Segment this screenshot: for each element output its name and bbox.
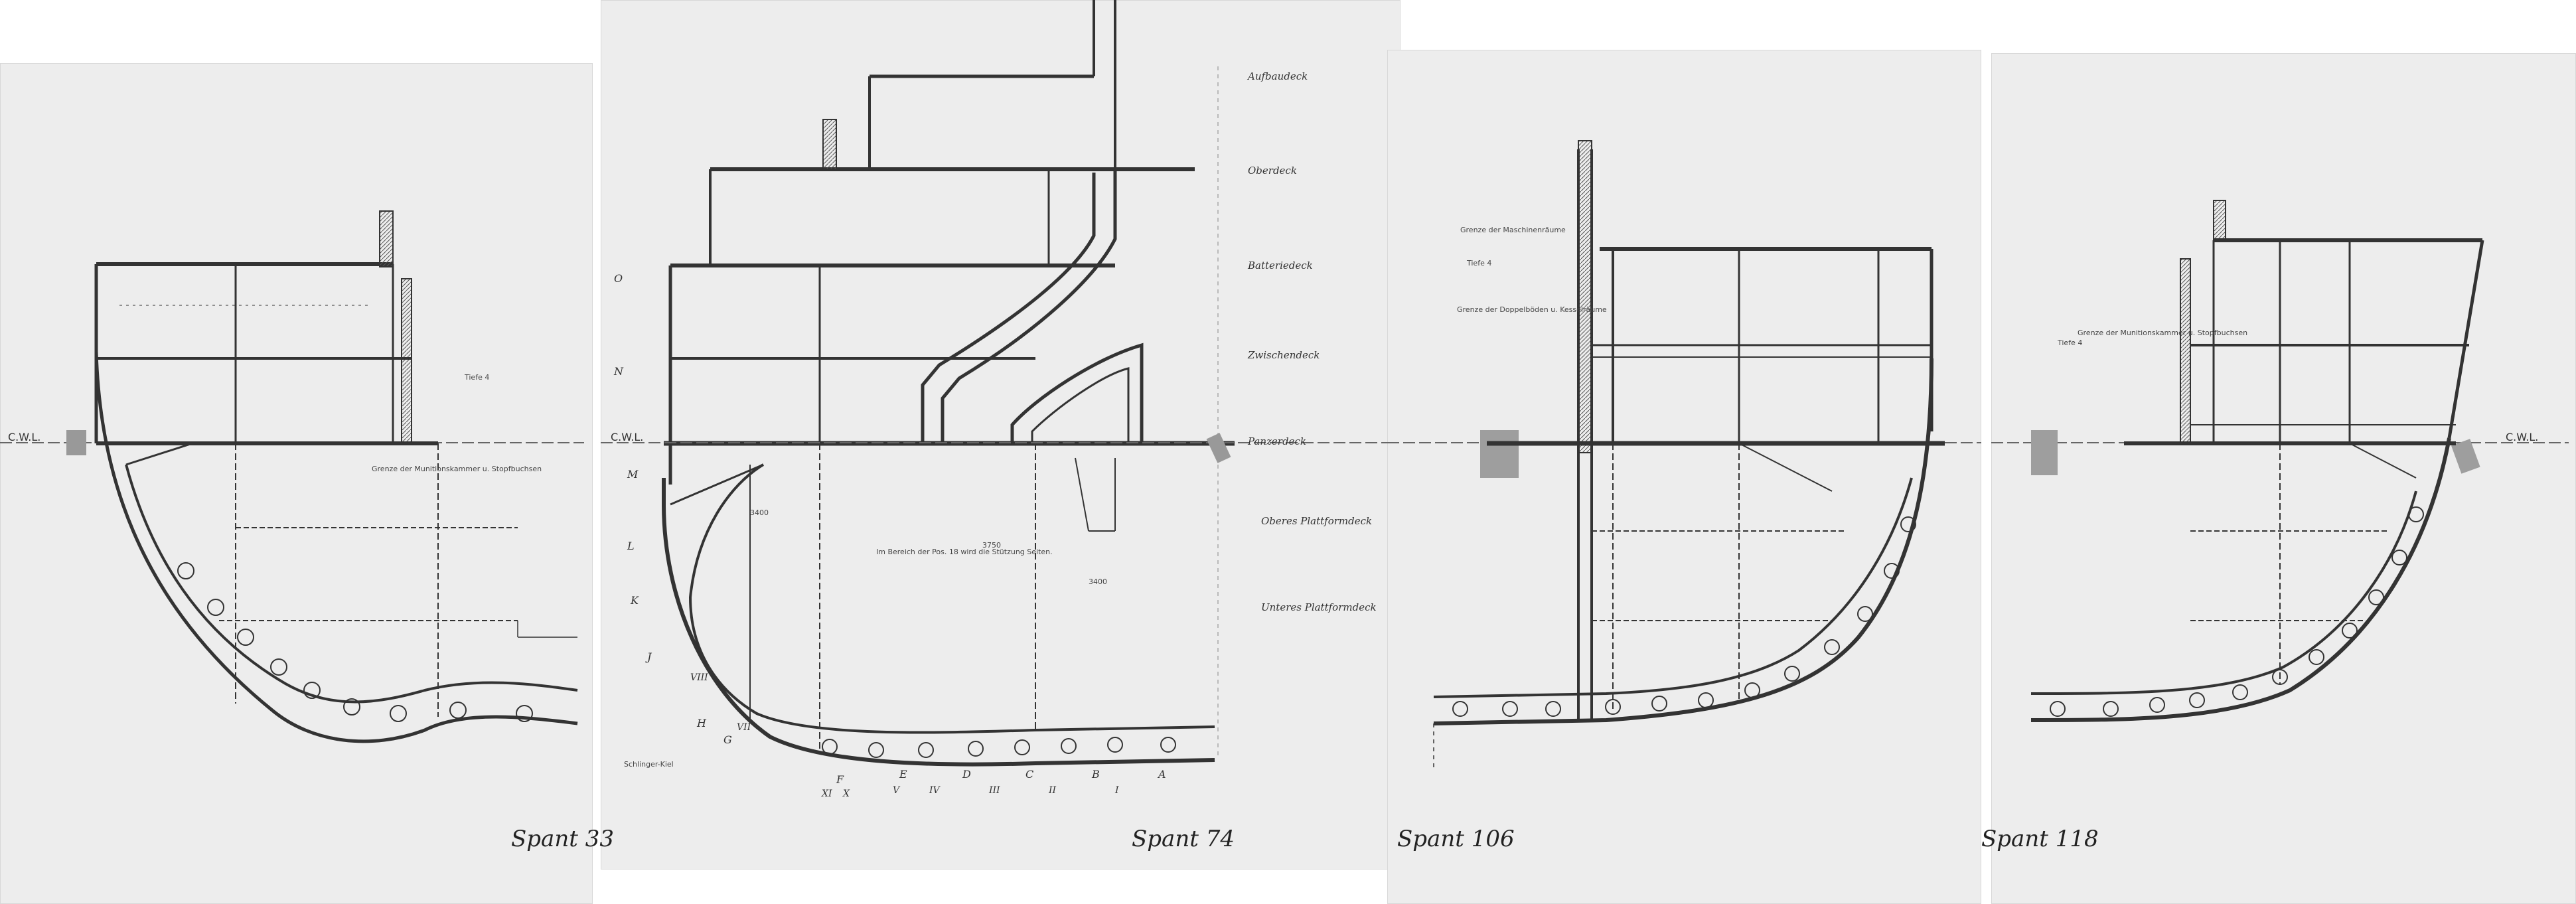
section-spant-33 — [0, 210, 584, 743]
deck-zwischendeck: Zwischendeck — [1247, 349, 1320, 361]
svg-text:E: E — [899, 768, 907, 781]
svg-text:B: B — [1091, 768, 1100, 781]
deck-unteres-plattformdeck: Unteres Plattformdeck — [1261, 601, 1377, 613]
svg-text:G: G — [723, 733, 732, 746]
sheet-spant-118 — [1991, 53, 2576, 904]
svg-text:XI: XI — [821, 789, 832, 799]
svg-text:O: O — [614, 272, 623, 285]
svg-text:IV: IV — [929, 785, 941, 796]
svg-text:A: A — [1157, 768, 1166, 781]
section-spant-74 — [601, 0, 1387, 767]
keel-letters-74: F E D C B A — [836, 768, 1166, 786]
svg-text:X: X — [842, 789, 850, 799]
roman-labels-74: VIII VII XI X V IV III II I — [690, 672, 1119, 799]
note-spant-118: Grenze der Munitionskammer u. Stopfbuchs… — [2078, 329, 2247, 337]
title-spant-106: Spant 106 — [1397, 826, 1515, 852]
sheet-spant-33 — [0, 63, 593, 904]
dim-center-74: 3750 — [982, 541, 1001, 550]
deck-oberdeck: Oberdeck — [1248, 165, 1297, 177]
svg-text:H: H — [696, 717, 707, 729]
note-spant-74: Im Bereich der Pos. 18 wird die Stützung… — [876, 548, 1053, 556]
tiefe-spant-118: Tiefe 4 — [2057, 339, 2082, 347]
svg-text:VIII: VIII — [690, 672, 708, 683]
svg-text:K: K — [630, 594, 639, 607]
dim-right-74: 3400 — [1089, 577, 1107, 586]
svg-text:II: II — [1048, 785, 1057, 796]
section-spant-106 — [1387, 140, 1981, 770]
dim-upper-74: 3400 — [750, 508, 769, 517]
note2-spant-106: Grenze der Doppelböden u. Kesselräume — [1457, 305, 1607, 314]
note1-spant-106: Grenze der Maschinenräume — [1460, 226, 1566, 234]
cwl-label-spant-118: C.W.L. — [2506, 431, 2538, 443]
tiefe-spant-33: Tiefe 4 — [464, 373, 489, 382]
deck-batteriedeck: Batteriedeck — [1247, 260, 1313, 271]
svg-text:J: J — [645, 650, 652, 663]
title-spant-74: Spant 74 — [1132, 826, 1235, 852]
deck-aufbaudeck: Aufbaudeck — [1247, 70, 1308, 82]
svg-text:I: I — [1114, 785, 1119, 796]
title-spant-33: Spant 33 — [511, 826, 614, 852]
cwl-label-spant-33: C.W.L. — [8, 431, 40, 443]
stringer-letters-74: O N M L K J H G — [613, 272, 732, 746]
svg-text:M: M — [627, 468, 639, 481]
title-spant-118: Spant 118 — [1981, 826, 2099, 852]
tiefe-spant-106: Tiefe 4 — [1466, 259, 1491, 267]
schlingerkiel-label: Schlinger-Kiel — [624, 760, 674, 769]
deck-panzerdeck: Panzerdeck — [1247, 435, 1306, 447]
svg-text:N: N — [613, 365, 624, 378]
sheet-spant-74 — [601, 0, 1401, 869]
svg-text:L: L — [627, 540, 635, 552]
note-spant-33: Grenze der Munitionskammer u. Stopfbuchs… — [372, 465, 542, 473]
svg-text:F: F — [836, 773, 844, 786]
svg-text:V: V — [893, 785, 901, 796]
svg-text:III: III — [988, 785, 1000, 796]
svg-text:D: D — [962, 768, 971, 781]
svg-text:VII: VII — [737, 722, 751, 733]
svg-text:C: C — [1025, 768, 1033, 781]
deck-oberes-plattformdeck: Oberes Plattformdeck — [1261, 515, 1372, 527]
cwl-label-spant-74: C.W.L. — [611, 431, 643, 443]
section-spant-118 — [1991, 200, 2569, 722]
